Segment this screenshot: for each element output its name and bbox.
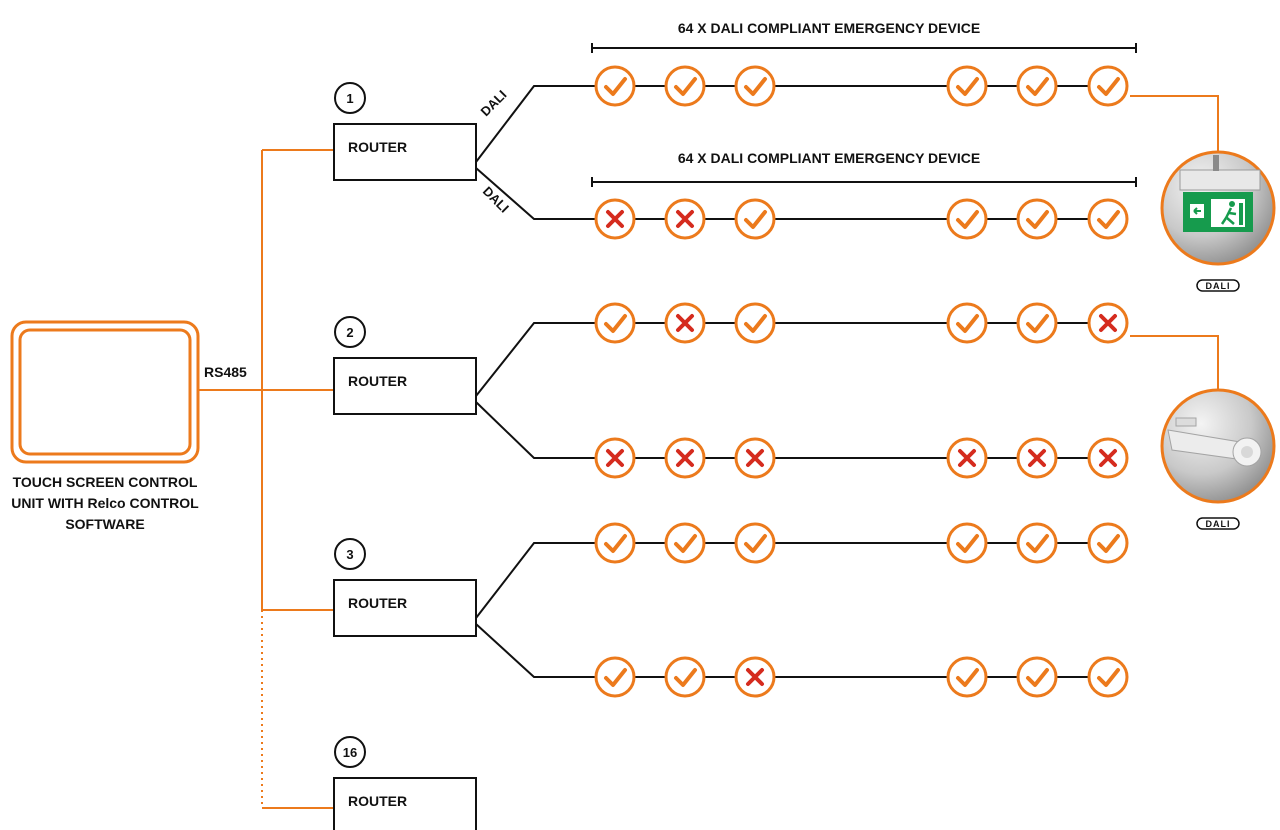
dali-logo-2: DALI [1196,517,1240,530]
router-label: ROUTER [348,793,407,809]
device-fail-icon [664,437,706,479]
branch-line [475,167,596,220]
branch-line [475,322,596,397]
branch-line [475,542,596,619]
branch-line [475,623,596,678]
device-ok-icon [734,302,776,344]
device-ok-icon [1087,522,1129,564]
device-ok-icon [594,65,636,107]
device-ok-icon [734,198,776,240]
device-ok-icon [1016,198,1058,240]
exit-sign-fixture-icon [1160,150,1276,266]
device-ok-icon [946,522,988,564]
device-ok-icon [1016,522,1058,564]
device-line-router-3-2 [475,623,1129,698]
device-ok-icon [734,522,776,564]
range-bracket-second: 64 X DALI COMPLIANT EMERGENCY DEVICE [591,150,1137,187]
device-fail-icon [734,437,776,479]
dali-logo-text: DALI [1206,281,1231,291]
router-number: 16 [343,745,357,760]
device-ok-icon [664,65,706,107]
device-fail-icon [664,198,706,240]
router-number: 3 [346,547,353,562]
device-fail-icon [664,302,706,344]
emergency-light-fixture-icon [1160,388,1276,504]
device-fail-icon [734,656,776,698]
router-box [333,777,477,830]
device-ok-icon [594,656,636,698]
rs485-bus: RS485 [198,149,334,809]
device-ok-icon [664,522,706,564]
router-1: ROUTER 1 [333,82,477,181]
device-fail-icon [1087,437,1129,479]
control-unit-label-line-3: SOFTWARE [65,516,144,532]
device-line-router-2-1 [475,302,1129,397]
router-label: ROUTER [348,595,407,611]
control-unit-screen [18,328,192,456]
device-fail-icon [594,437,636,479]
device-ok-icon [594,302,636,344]
range-label-second: 64 X DALI COMPLIANT EMERGENCY DEVICE [678,150,980,166]
device-ok-icon [1087,65,1129,107]
device-fail-icon [594,198,636,240]
control-unit: TOUCH SCREEN CONTROL UNIT WITH Relco CON… [10,320,200,532]
control-unit-label-line-1: TOUCH SCREEN CONTROL [13,474,198,490]
device-ok-icon [594,522,636,564]
device-lines [475,65,1129,698]
device-fail-icon [1087,302,1129,344]
fixture-2-connector [1130,335,1219,390]
branch-line [475,401,596,459]
branch-line [475,85,596,163]
rs485-label: RS485 [204,364,247,380]
device-fail-icon [946,437,988,479]
router-2: ROUTER 2 [333,316,477,415]
router-16: ROUTER 16 [333,736,477,830]
dali-logo-text: DALI [1206,519,1231,529]
router-number-badge [334,538,366,570]
router-number-badge [334,736,366,768]
router-label: ROUTER [348,373,407,389]
dali-label-upper: DALI [478,87,510,119]
device-ok-icon [946,198,988,240]
router-number-badge [334,82,366,114]
device-line-router-2-2 [475,401,1129,479]
device-fail-icon [1016,437,1058,479]
router-label: ROUTER [348,139,407,155]
dali-logo-1: DALI [1196,279,1240,292]
router-number: 1 [346,91,353,106]
router-box [333,123,477,181]
router-number-badge [334,316,366,348]
device-line-router-3-1 [475,522,1129,619]
device-ok-icon [664,656,706,698]
router-box [333,357,477,415]
dali-label-lower: DALI [480,184,512,216]
device-ok-icon [946,302,988,344]
router-3: ROUTER 3 [333,538,477,637]
device-line-router-1-2 [475,167,1129,240]
device-ok-icon [1016,302,1058,344]
device-line-router-1-1 [475,65,1129,163]
control-unit-outer-frame [10,320,200,464]
fixture-1-connector [1130,95,1219,152]
router-number: 2 [346,325,353,340]
device-ok-icon [1016,65,1058,107]
device-ok-icon [734,65,776,107]
router-box [333,579,477,637]
device-ok-icon [946,656,988,698]
device-ok-icon [1016,656,1058,698]
range-label-top: 64 X DALI COMPLIANT EMERGENCY DEVICE [678,20,980,36]
control-unit-label-line-2: UNIT WITH Relco CONTROL [11,495,199,511]
device-ok-icon [1087,656,1129,698]
device-ok-icon [946,65,988,107]
range-bracket-top: 64 X DALI COMPLIANT EMERGENCY DEVICE [591,20,1137,53]
device-ok-icon [1087,198,1129,240]
